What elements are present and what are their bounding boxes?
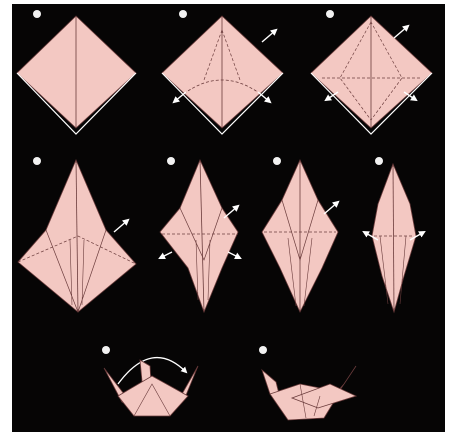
step-6-marker [273, 157, 281, 165]
step-1-marker [33, 10, 41, 18]
step-3-arrow [394, 26, 408, 38]
step-4-arrow [114, 220, 128, 232]
step-7-figure [364, 157, 424, 312]
step-2-flap-arrow-left [174, 92, 186, 102]
step-6-arrow [324, 202, 338, 214]
step-9-figure [259, 346, 356, 420]
step-3-marker [326, 10, 334, 18]
step-1-paper [17, 16, 136, 128]
step-3-paper [311, 16, 432, 128]
step-2-marker [179, 10, 187, 18]
step-1-figure [17, 10, 136, 134]
step-5-flap-arrow-right [228, 252, 240, 258]
step-8-marker [102, 346, 110, 354]
step-4-figure [18, 157, 136, 312]
step-7-marker [375, 157, 383, 165]
step-8-body [118, 376, 188, 416]
step-2-figure [162, 10, 283, 134]
step-5-flap-arrow-left [160, 252, 172, 258]
step-4-marker [33, 157, 41, 165]
step-5-figure [160, 157, 240, 312]
step-5-arrow [224, 206, 238, 218]
step-5-marker [167, 157, 175, 165]
step-9-marker [259, 346, 267, 354]
step-3-figure [311, 10, 432, 134]
step-8-figure [102, 346, 198, 416]
step-6-figure [262, 157, 338, 312]
step-2-arrow [262, 30, 276, 42]
step-5-paper [160, 160, 238, 312]
step-2-paper [162, 16, 283, 128]
